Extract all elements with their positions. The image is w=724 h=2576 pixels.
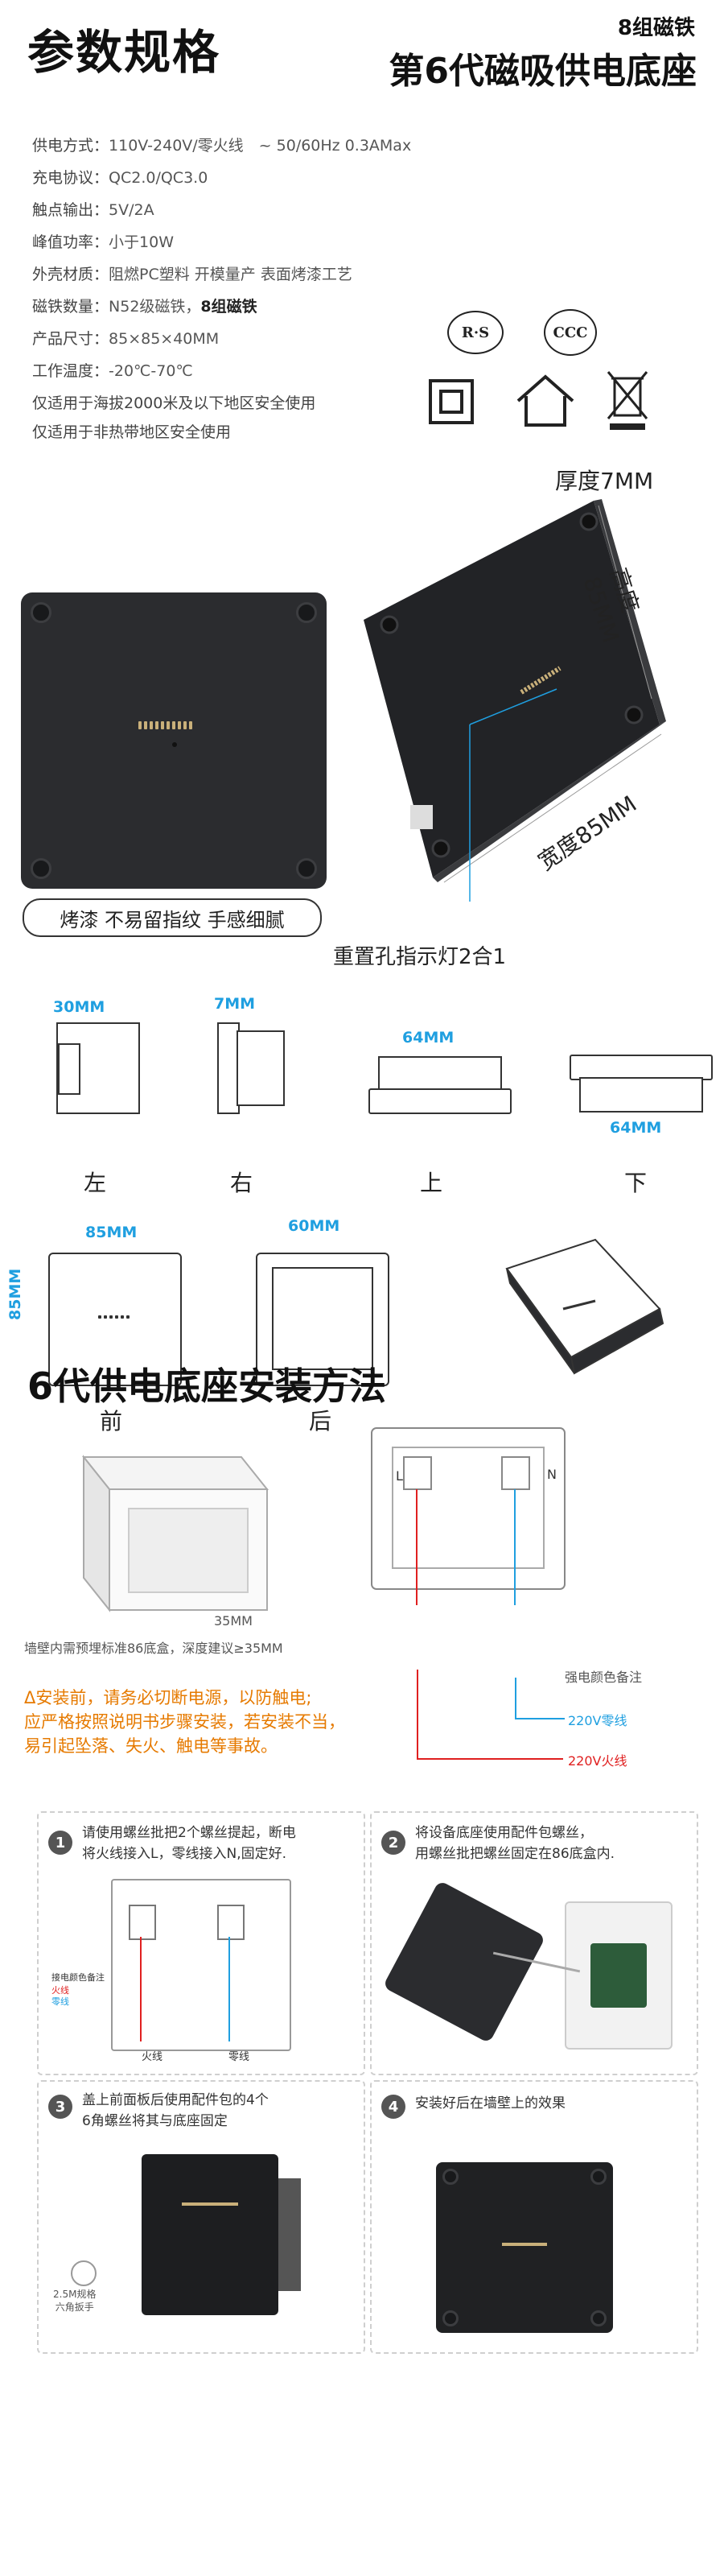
screw-icon: [31, 602, 51, 623]
left-view-dim: 30MM: [53, 998, 105, 1016]
step-2-base-photo: [382, 1880, 546, 2044]
top-view: [378, 1056, 502, 1092]
spec-row: 产品尺寸：85×85×40MM: [32, 330, 220, 348]
wrench-note: 2.5M规格 六角扳手: [53, 2289, 97, 2313]
step-1-legend-title: 接电颜色备注: [51, 1972, 105, 1983]
spec-row: 触点输出：5V/2A: [32, 201, 154, 219]
spec-row: 磁铁数量：N52级磁铁，8组磁铁: [32, 298, 257, 316]
front-view-label: 前: [100, 1408, 123, 1435]
product-front-photo: [21, 592, 327, 889]
zero-line-label: 220V零线: [568, 1713, 627, 1728]
install-warning: Δ安装前，请务必切断电源，以防触电; 应严格按照说明书步骤安装，若安装不当， 易…: [24, 1688, 345, 1756]
back-view-dim: 60MM: [288, 1217, 340, 1235]
fire-line-wire: [417, 1670, 563, 1760]
product-subtitle: 第6代磁吸供电底座: [389, 51, 697, 92]
screw-icon: [31, 858, 51, 879]
step-1-legend-fire: 火线: [51, 1985, 69, 1996]
step-number: 1: [48, 1831, 72, 1855]
page-title: 参数规格: [27, 25, 221, 80]
spec-row: 峰值功率：小于10W: [32, 233, 174, 251]
step-number: 3: [48, 2095, 72, 2119]
screw-icon: [296, 858, 317, 879]
weee-bin-icon: [605, 367, 650, 433]
neutral-terminal-label: N: [547, 1467, 557, 1482]
isometric-view: [499, 1236, 676, 1389]
hex-key-icon: [71, 2260, 97, 2286]
front-view-height-dim: 85MM: [6, 1268, 24, 1320]
screw-icon: [296, 602, 317, 623]
step-1-fire-label: 火线: [142, 2051, 163, 2063]
top-view-base: [368, 1088, 512, 1114]
front-view: [48, 1253, 182, 1386]
spec-row: 外壳材质：阻燃PC塑料 开模量产 表面烤漆工艺: [32, 266, 352, 283]
bottom-view: [579, 1077, 703, 1113]
front-view-pins: [98, 1315, 130, 1319]
rs-cert-icon: R·S: [447, 311, 504, 354]
top-view-dim: 64MM: [402, 1029, 455, 1046]
step-2-wall-box: [565, 1901, 673, 2050]
step-1-legend-zero: 零线: [51, 1996, 69, 2007]
finish-tagline: 烤漆 不易留指纹 手感细腻: [23, 898, 322, 937]
spec-row: 供电方式：110V-240V/零火线 ~ 50/60Hz 0.3AMax: [32, 137, 412, 155]
step-1-zero-label: 零线: [228, 2051, 250, 2063]
double-insulation-icon: [428, 378, 475, 425]
spec-note: 仅适用于非热带地区安全使用: [32, 423, 232, 441]
reset-hole: [172, 742, 177, 747]
magnetic-pins: [138, 721, 192, 729]
step-3-base-edge: [278, 2178, 301, 2291]
thickness-label: 厚度7MM: [555, 468, 654, 494]
product-angled-photo: [360, 499, 698, 950]
right-view-dim: 7MM: [214, 995, 256, 1013]
zero-line-wire: [515, 1678, 565, 1719]
top-view-label: 上: [420, 1170, 443, 1196]
step-3-panel: [142, 2154, 278, 2315]
back-view-label: 后: [309, 1408, 332, 1435]
wall-box-illustration: [64, 1441, 282, 1626]
magnet-tag: 8组磁铁: [617, 16, 695, 40]
step-card-3: 3 盖上前面板后使用配件包的4个 6角螺丝将其与底座固定 2.5M规格 六角扳手: [37, 2080, 365, 2354]
wire-color-note: 强电颜色备注: [565, 1670, 643, 1685]
step-number: 2: [381, 1831, 405, 1855]
step-card-1: 1 请使用螺丝批把2个螺丝提起，断电 将火线接入L，零线接入N,固定好. 接电颜…: [37, 1811, 365, 2075]
left-view: [56, 1022, 140, 1114]
bottom-view-dim: 64MM: [610, 1119, 662, 1137]
live-terminal-label: L: [396, 1468, 403, 1484]
indoor-use-icon: [515, 372, 576, 430]
right-view: [237, 1030, 285, 1106]
step-card-2: 2 将设备底座使用配件包螺丝， 用螺丝批把螺丝固定在86底盒内.: [370, 1811, 698, 2075]
step-4-installed-photo: [436, 2162, 613, 2333]
left-view-clip: [58, 1043, 80, 1095]
fire-line-label: 220V火线: [568, 1753, 627, 1769]
spec-row: 充电协议：QC2.0/QC3.0: [32, 169, 208, 187]
install-section-title: 6代供电底座安装方法: [27, 1364, 387, 1408]
indicator-label: 重置孔指示灯2合1: [333, 945, 507, 969]
left-view-label: 左: [84, 1170, 107, 1196]
box-note: 墙壁内需预埋标准86底盒，深度建议≥35MM: [24, 1641, 283, 1656]
box-depth-label: 35MM: [214, 1613, 253, 1629]
spec-note: 仅适用于海拔2000米及以下地区安全使用: [32, 394, 316, 412]
wiring-back-illustration: [336, 1412, 610, 1670]
right-view-label: 右: [230, 1170, 253, 1196]
ccc-cert-icon: CCC: [544, 309, 597, 356]
step-card-4: 4 安装好后在墙壁上的效果: [370, 2080, 698, 2354]
bottom-view-label: 下: [624, 1170, 648, 1196]
back-view-inner: [272, 1267, 373, 1370]
front-view-width-dim: 85MM: [85, 1224, 138, 1241]
spec-row: 工作温度：-20℃-70℃: [32, 362, 193, 380]
step-number: 4: [381, 2095, 405, 2119]
step-1-illustration: [111, 1879, 291, 2051]
